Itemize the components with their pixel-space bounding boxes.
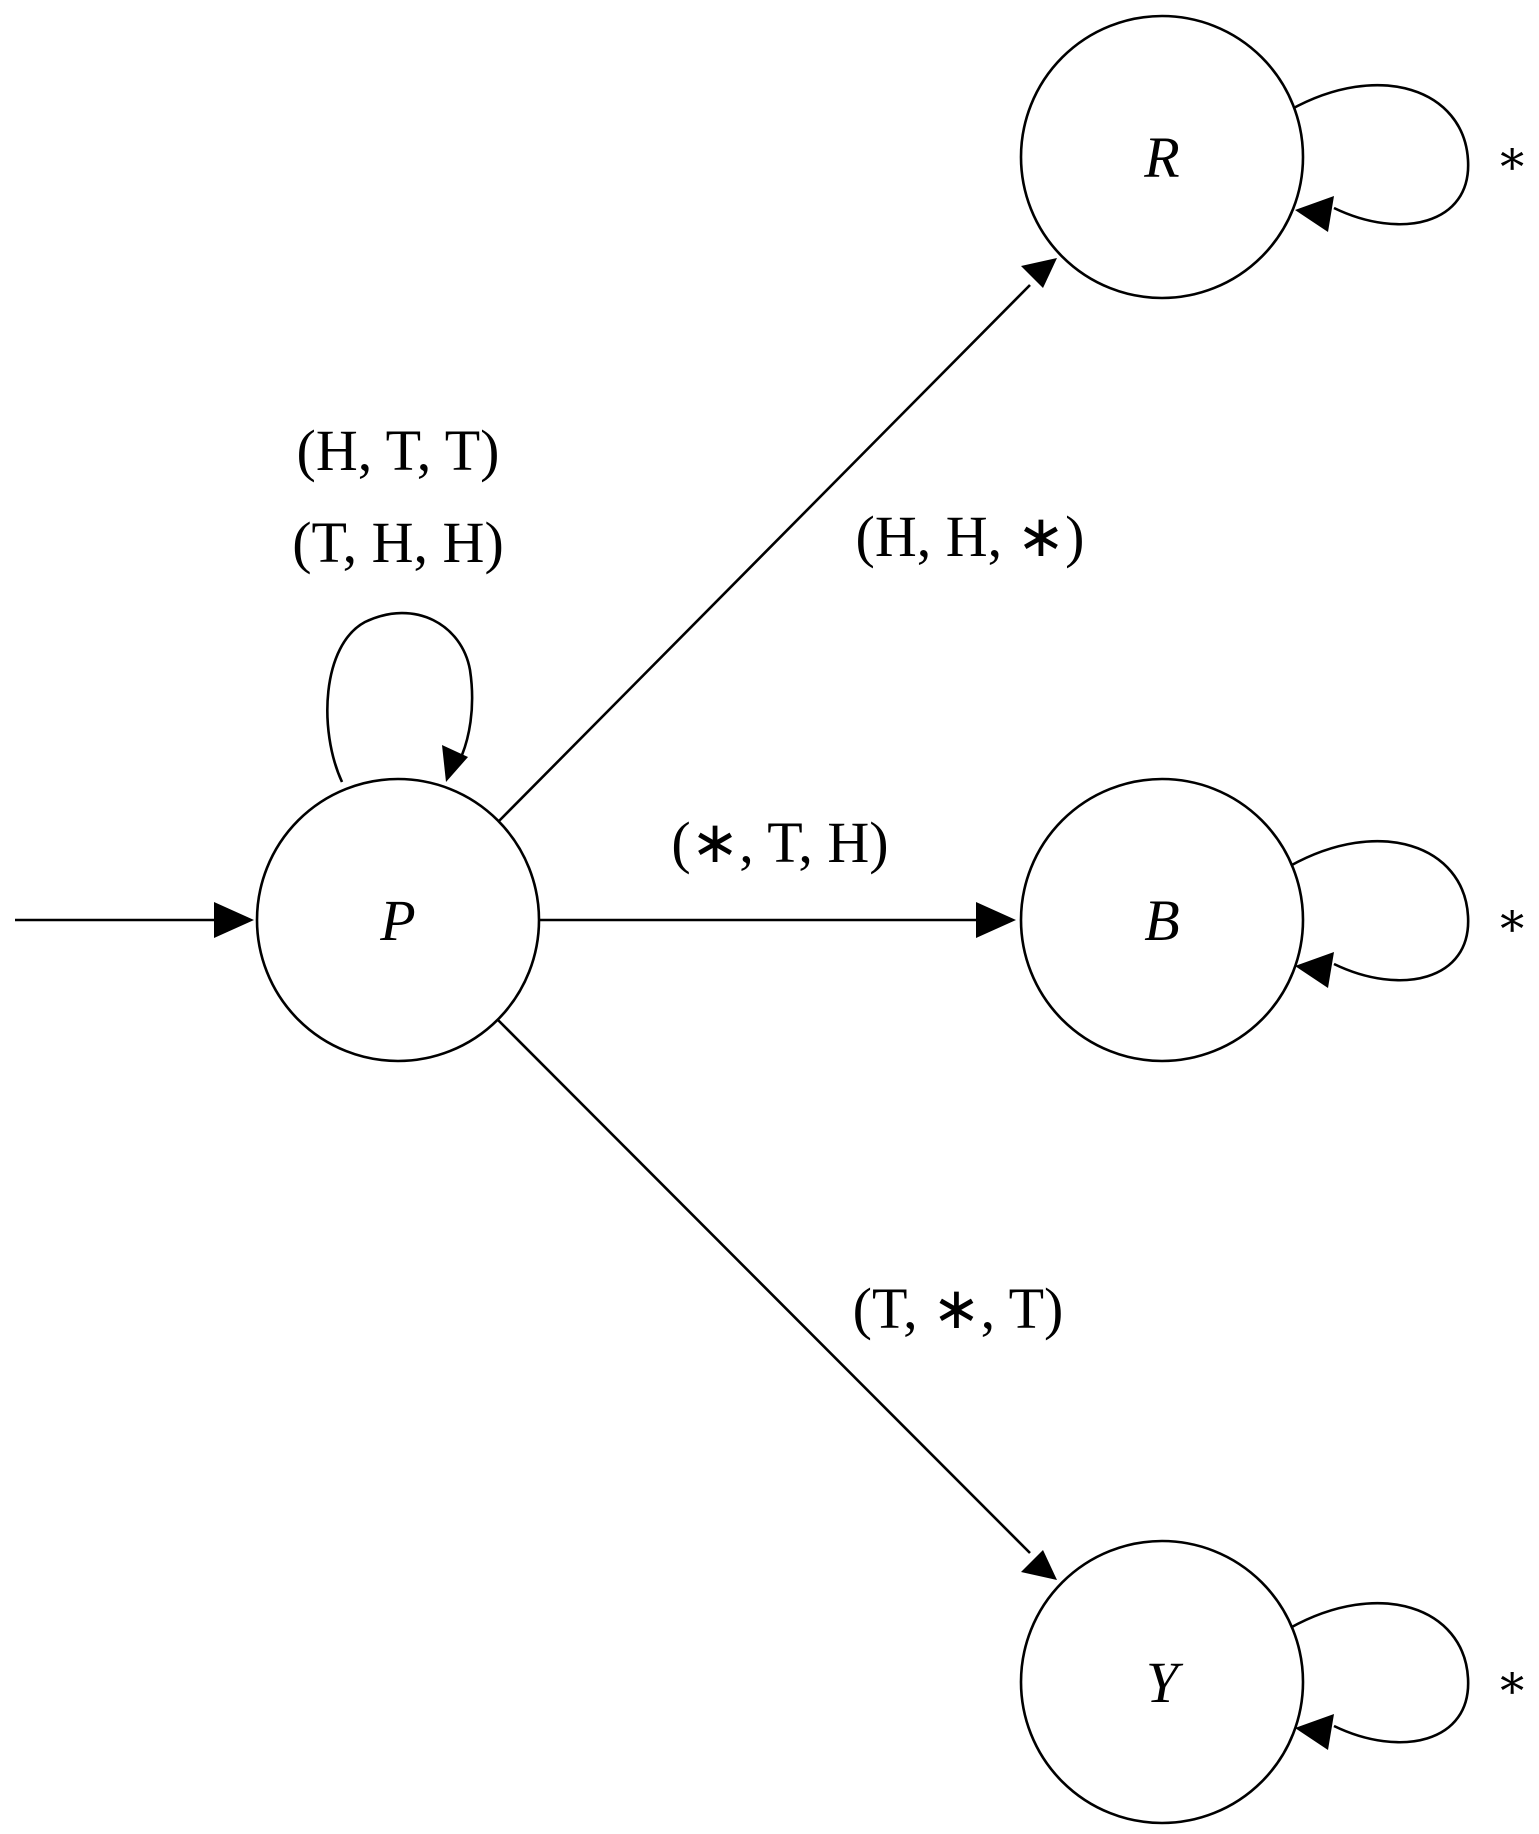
self-loop-p — [326, 611, 474, 783]
self-loop-r — [1289, 83, 1470, 232]
initial-arrow — [15, 902, 254, 938]
state-p-label: P — [379, 888, 415, 953]
edge-p-to-y — [497, 1019, 1057, 1580]
y-self-label: ∗ — [1496, 1654, 1529, 1710]
state-r-label: R — [1143, 125, 1179, 190]
self-loop-b — [1289, 839, 1470, 988]
state-r: R — [1019, 14, 1305, 300]
edge-p-to-r — [497, 258, 1057, 823]
state-b: B — [1019, 777, 1305, 1063]
p-self-label-line1: (H, T, T) — [297, 418, 500, 483]
edge-p-to-b — [540, 902, 1016, 938]
state-b-label: B — [1144, 888, 1179, 953]
p-to-y-label: (T, ∗, T) — [853, 1276, 1064, 1341]
state-y: Y — [1019, 1539, 1305, 1825]
r-self-label: ∗ — [1496, 130, 1529, 186]
state-y-label: Y — [1146, 1650, 1184, 1715]
state-p: P — [255, 777, 541, 1063]
p-to-b-label: (∗, T, H) — [671, 810, 888, 875]
self-loop-y — [1289, 1601, 1470, 1750]
b-self-label: ∗ — [1496, 892, 1529, 948]
p-self-label-line2: (T, H, H) — [292, 510, 504, 575]
p-to-r-label: (H, H, ∗) — [856, 504, 1085, 569]
